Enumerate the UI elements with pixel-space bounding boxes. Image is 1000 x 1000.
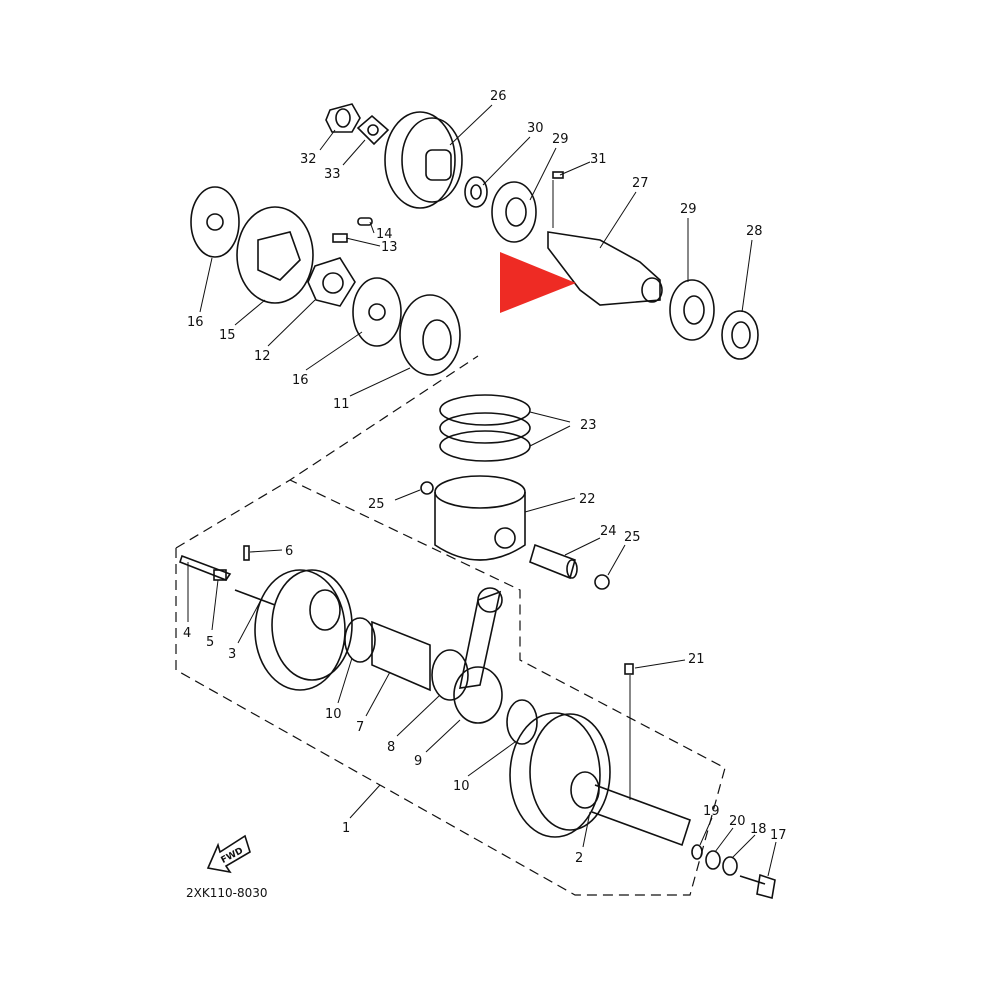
callout-2: 2: [575, 851, 583, 866]
callout-16-left: 16: [187, 315, 204, 330]
seal-10-left: [344, 617, 376, 663]
seal-10-right: [506, 699, 538, 745]
callout-7: 7: [356, 720, 364, 735]
callout-25-right: 25: [624, 530, 641, 545]
balancer-shaft-27: [547, 231, 663, 306]
callout-14: 14: [376, 227, 393, 242]
callout-19: 19: [703, 804, 720, 819]
bush-7: [371, 620, 431, 692]
diagram-code: 2XK110-8030: [186, 886, 268, 900]
callout-32: 32: [300, 152, 317, 167]
callout-9: 9: [414, 754, 422, 769]
callout-12: 12: [254, 349, 271, 364]
balancer-drive-gear-26: [384, 111, 463, 209]
key-21: [624, 663, 634, 675]
callout-22: 22: [579, 492, 596, 507]
pin-14: [357, 217, 373, 226]
callout-24: 24: [600, 524, 617, 539]
callout-11: 11: [333, 397, 350, 412]
bearing-8: [431, 649, 469, 701]
callout-30: 30: [527, 121, 544, 136]
callout-23: 23: [580, 418, 597, 433]
callout-16-right: 16: [292, 373, 309, 388]
key-31: [552, 171, 564, 179]
fwd-arrow-icon: FWD: [206, 834, 251, 874]
crank-right-2: [509, 712, 691, 847]
callout-33: 33: [324, 167, 341, 182]
callout-17: 17: [770, 828, 787, 843]
leader-lines: [187, 104, 777, 877]
hub-12: [307, 257, 356, 307]
plate-16-right: [352, 277, 402, 347]
washer-30: [464, 176, 488, 208]
nut-32: [325, 103, 361, 133]
callout-26: 26: [490, 89, 507, 104]
piston-rings-23: [439, 394, 531, 462]
crank-assembly-outline: [175, 355, 726, 896]
callout-28: 28: [746, 224, 763, 239]
callout-15: 15: [219, 328, 236, 343]
plate-16-left: [190, 186, 240, 258]
bearing-29-lower: [669, 279, 715, 341]
piston-22: [434, 475, 526, 561]
callout-29-upper: 29: [552, 132, 569, 147]
oring-19: [691, 844, 703, 860]
circlip-25-right: [594, 574, 610, 590]
washer-18: [722, 856, 738, 876]
callout-20: 20: [729, 814, 746, 829]
callout-29-lower: 29: [680, 202, 697, 217]
connecting-rod-9: [453, 587, 503, 724]
callout-5: 5: [206, 635, 214, 650]
gear-15: [236, 206, 314, 304]
callout-10-right: 10: [453, 779, 470, 794]
crank-left-3: [234, 569, 353, 691]
callout-31: 31: [590, 152, 607, 167]
oil-seal-28: [721, 310, 759, 360]
bolt-17: [739, 873, 776, 899]
highlight-arrow: [500, 252, 576, 313]
callout-13: 13: [381, 240, 398, 255]
callout-4: 4: [183, 626, 191, 641]
callout-18: 18: [750, 822, 767, 837]
callout-6: 6: [285, 544, 293, 559]
bearing-29-upper: [491, 181, 537, 243]
callout-3: 3: [228, 647, 236, 662]
callout-8: 8: [387, 740, 395, 755]
callout-21: 21: [688, 652, 705, 667]
callout-10-left: 10: [325, 707, 342, 722]
piston-pin-24: [529, 543, 578, 580]
pin-6: [243, 545, 250, 561]
washer-20: [705, 850, 721, 870]
spring-5: [213, 569, 227, 581]
bearing-11: [399, 294, 461, 376]
circlip-25-left: [420, 481, 434, 495]
callout-25-left: 25: [368, 497, 385, 512]
callout-27: 27: [632, 176, 649, 191]
lock-washer-33: [356, 114, 390, 146]
callout-1: 1: [342, 821, 350, 836]
spring-13: [332, 233, 348, 243]
